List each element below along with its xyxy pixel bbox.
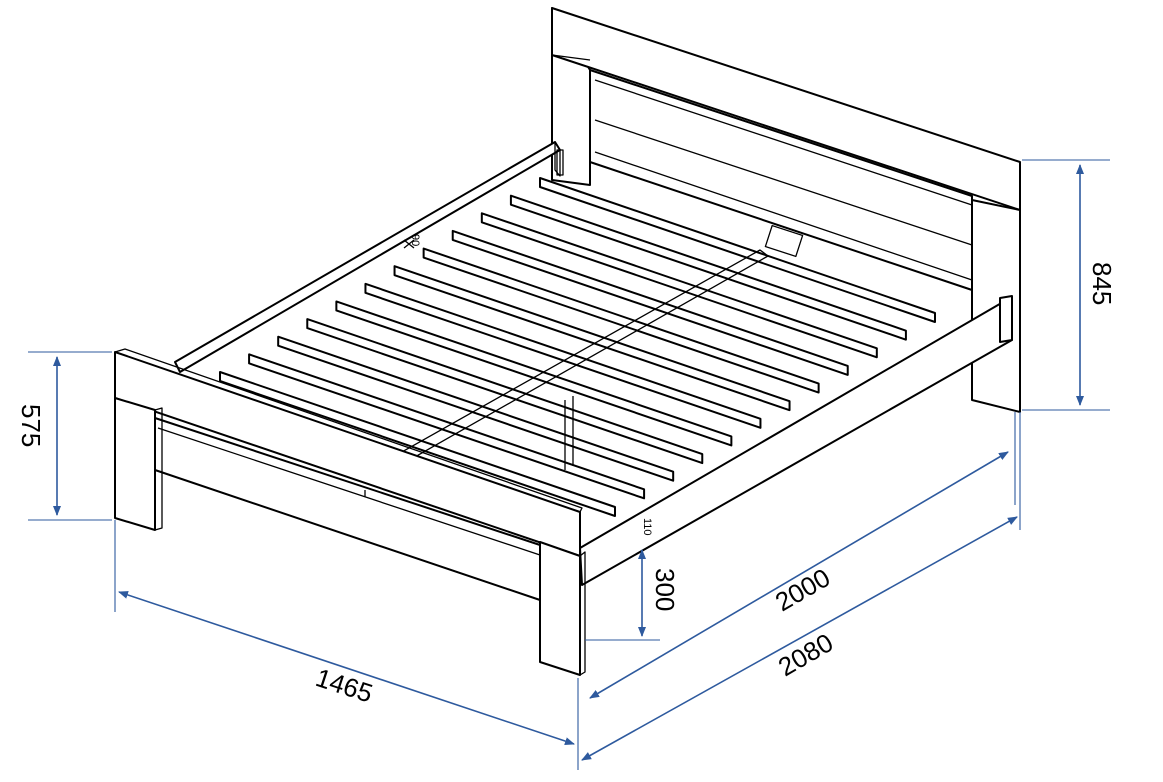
slat [364, 282, 762, 429]
dim-label-90: 90 [409, 234, 421, 246]
dim-label-110: 110 [641, 518, 653, 536]
slat-pitch-callout: 90 [403, 234, 421, 249]
left-side-rail [174, 141, 564, 373]
dimension-clearance: 300 [585, 549, 680, 641]
slat [422, 247, 820, 394]
dimension-overall-length: 2080 [581, 412, 1021, 761]
dimension-footboard-height: 575 [16, 351, 112, 521]
center-support-leg [564, 396, 574, 470]
dim-label-300: 300 [650, 568, 680, 611]
slat [480, 212, 878, 359]
slat-group [219, 177, 936, 517]
dim-label-1465: 1465 [312, 662, 376, 708]
dim-label-2000: 2000 [770, 562, 835, 617]
dim-label-575: 575 [16, 404, 46, 447]
dimension-headboard-height: 845 [1022, 159, 1117, 411]
dim-label-845: 845 [1087, 262, 1117, 305]
slat [451, 229, 849, 376]
slat [509, 194, 907, 341]
slat [539, 177, 936, 323]
slat [335, 300, 733, 447]
slat [393, 265, 791, 412]
